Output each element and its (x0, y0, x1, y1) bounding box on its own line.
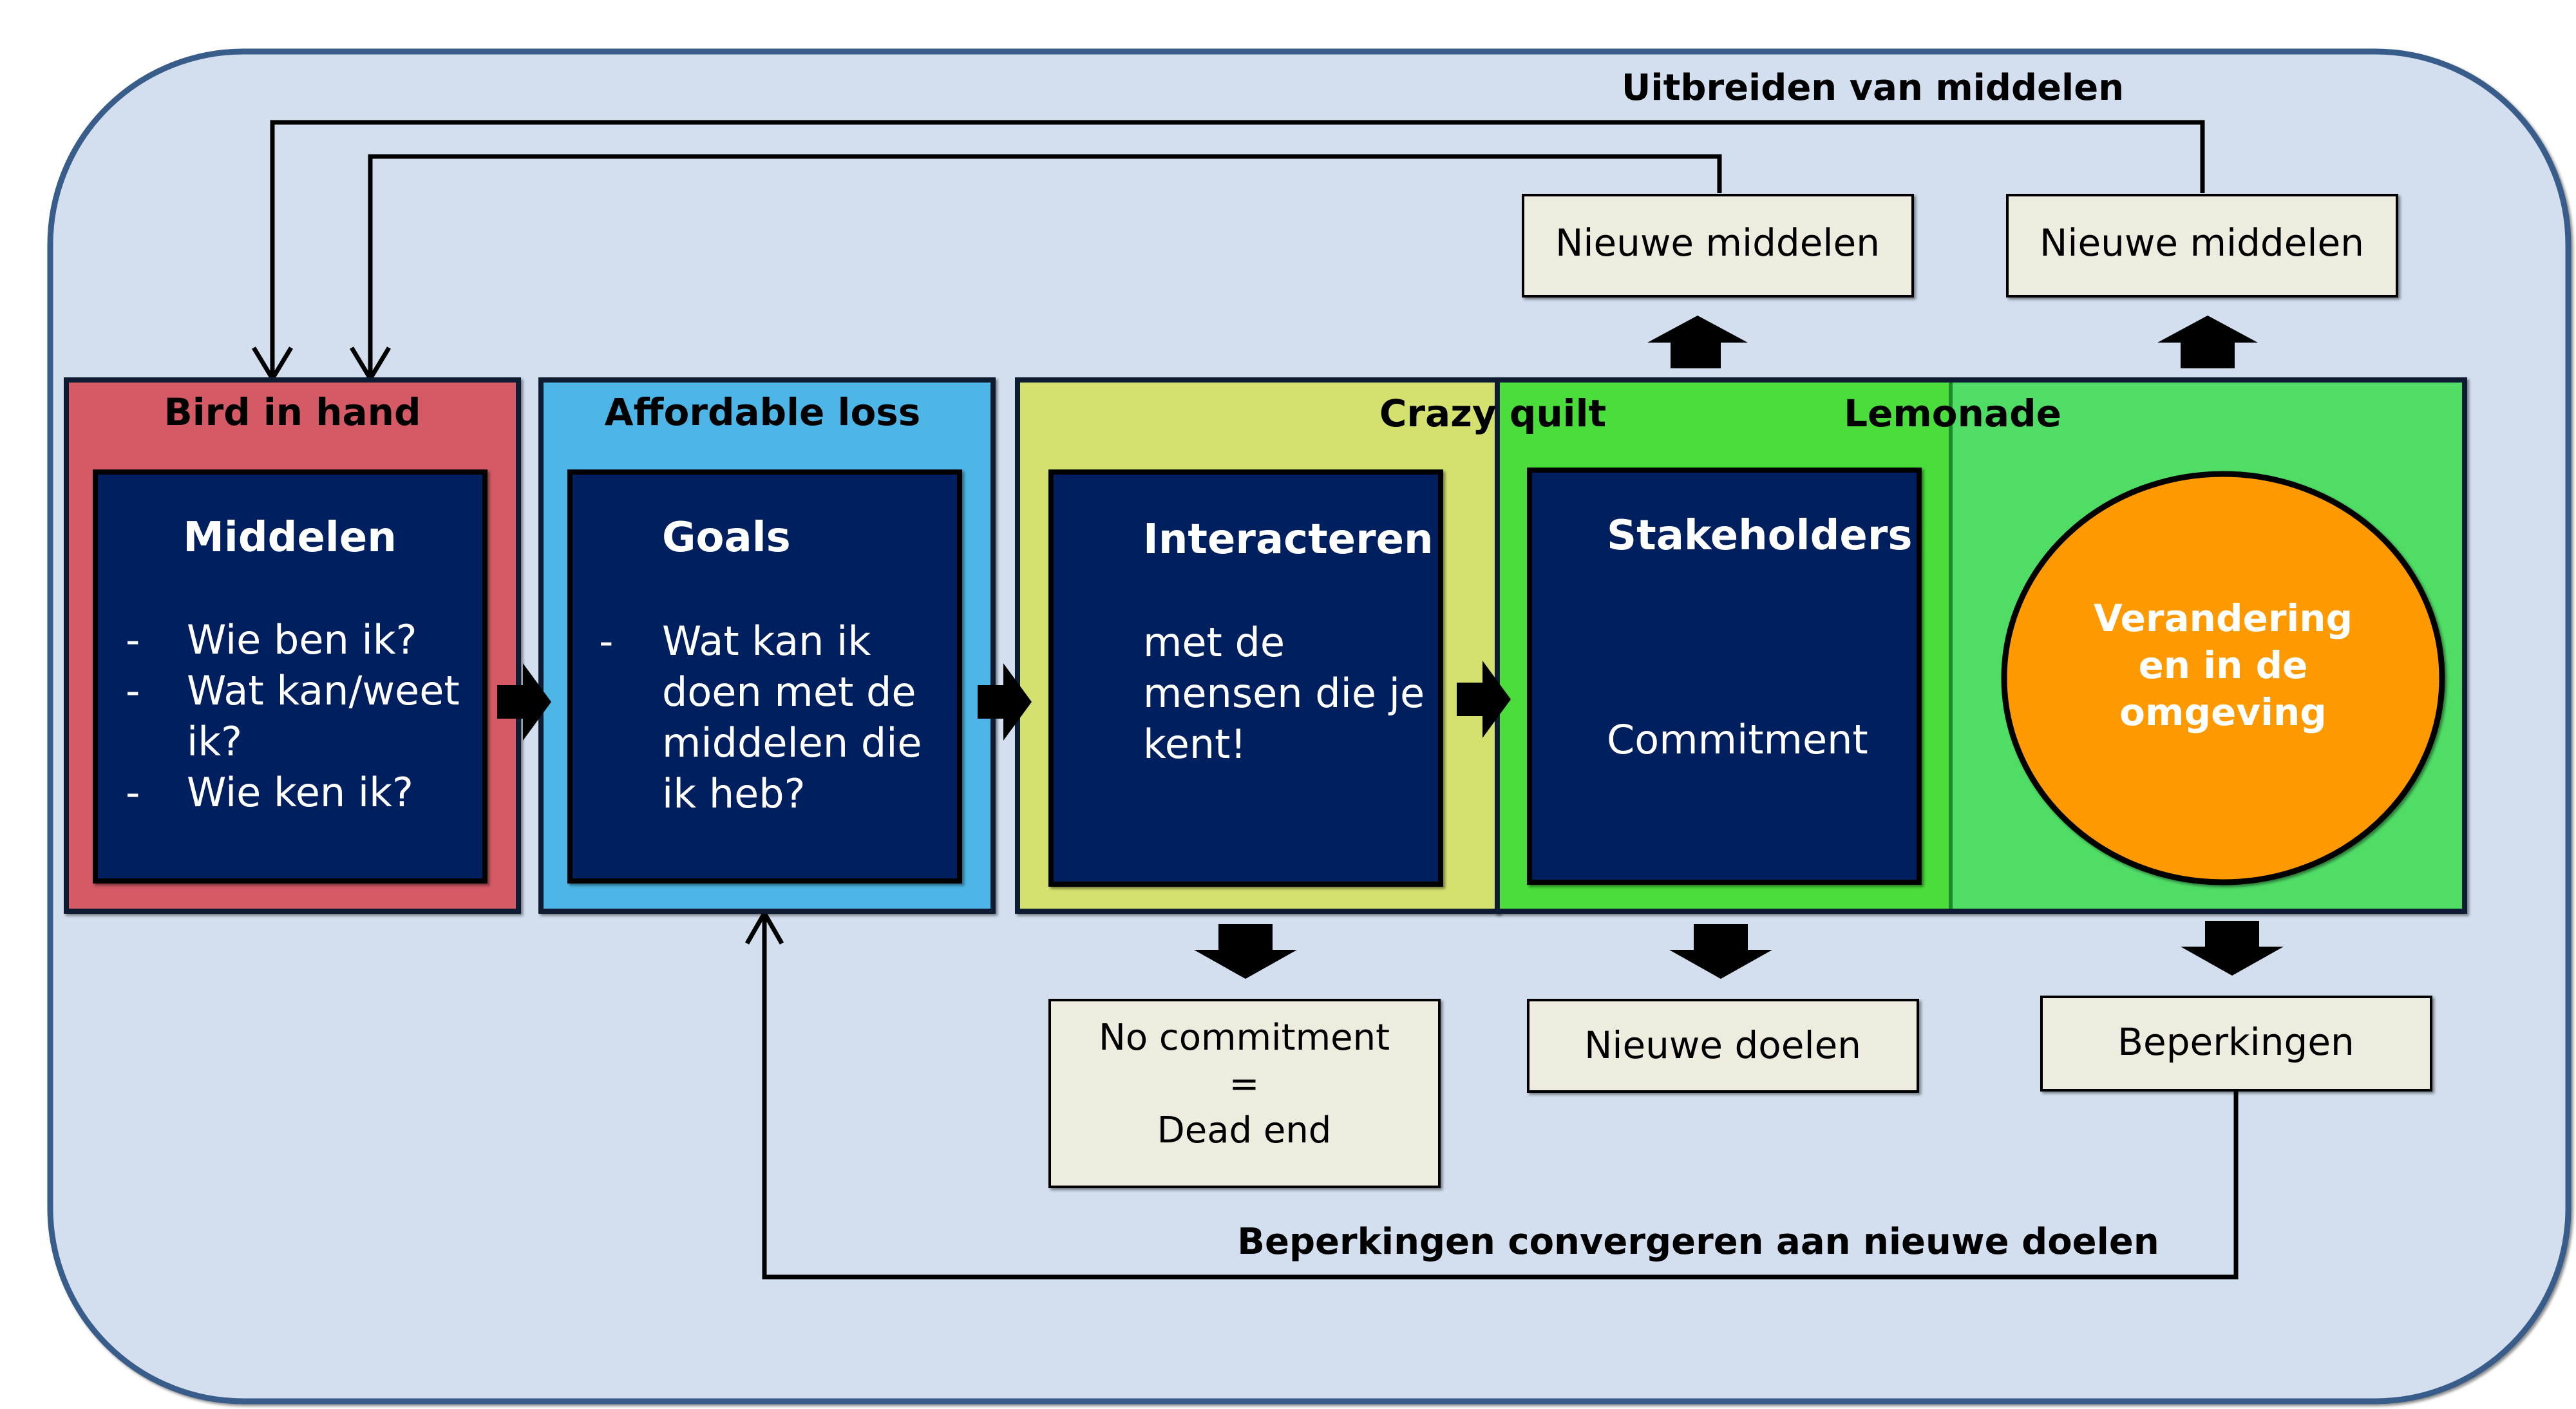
right-arrow-2-icon (978, 663, 1032, 741)
stakeholders-box (1527, 468, 1922, 885)
means-item-2-line-2: ik? (187, 718, 242, 765)
down-arrow-2-icon (1669, 924, 1772, 979)
outcome-constraints: Beperkingen (2040, 996, 2432, 1092)
means-item-2-line-1: Wat kan/weet (187, 667, 460, 714)
interact-line-2: mensen die je (1143, 670, 1425, 717)
right-arrow-3-icon (1457, 661, 1511, 738)
means-bullet-1: - (126, 616, 140, 663)
goals-line-3: middelen die (662, 719, 922, 766)
interact-box (1048, 469, 1443, 887)
feedback-line-constraints-converge (762, 913, 2239, 1280)
interact-line-1: met de (1143, 619, 1285, 666)
means-bullet-2: - (126, 667, 140, 714)
means-bullet-3: - (126, 769, 140, 816)
means-item-3: Wie ken ik? (187, 769, 413, 816)
no-commitment-line-3: Dead end (1157, 1110, 1332, 1151)
goals-line-2: doen met de (662, 668, 916, 715)
goals-line-4: ik heb? (662, 770, 806, 817)
outcome-no-commitment: No commitment = Dead end (1048, 999, 1441, 1188)
down-arrow-1-icon (1194, 924, 1297, 979)
up-arrow-1-icon (1647, 316, 1748, 368)
constraints-label: Beperkingen (2117, 1020, 2354, 1064)
crazy-quilt-title: Crazy quilt (1379, 392, 1606, 435)
goals-bullet: - (599, 618, 613, 665)
circle-line-3: omgeving (2119, 690, 2327, 734)
circle-line-2: en in de (2138, 643, 2307, 687)
no-commitment-line-1: No commitment (1099, 1017, 1390, 1059)
outcome-new-means-1-label: Nieuwe middelen (1555, 221, 1880, 265)
feedback-line-expand-means-inner (368, 154, 1722, 379)
outcome-new-means-2: Nieuwe middelen (2006, 194, 2398, 298)
outcome-new-means-2-label: Nieuwe middelen (2040, 221, 2364, 265)
interact-line-3: kent! (1143, 721, 1246, 768)
means-heading: Middelen (183, 514, 397, 562)
means-box (93, 469, 488, 884)
circle-line-1: Verandering (2094, 596, 2353, 640)
stage-bird-in-hand: Bird in hand Middelen - Wie ben ik? - Wa… (64, 377, 521, 914)
interact-heading: Interacteren (1143, 516, 1434, 563)
right-arrow-1-icon (497, 663, 551, 741)
goals-box (567, 469, 962, 884)
goals-line-1: Wat kan ik (662, 618, 871, 665)
outcome-new-means-1: Nieuwe middelen (1522, 194, 1914, 298)
down-arrow-3-icon (2181, 921, 2284, 976)
feedback-line-expand-means-outer (270, 120, 2205, 379)
no-commitment-line-2: = (1229, 1063, 1260, 1105)
expand-means-label: Uitbreiden van middelen (1622, 67, 2124, 109)
new-goals-label: Nieuwe doelen (1584, 1023, 1861, 1067)
affordable-loss-title: Affordable loss (605, 390, 921, 434)
change-environment-circle (2001, 471, 2445, 885)
means-item-1: Wie ben ik? (187, 616, 417, 663)
constraints-converge-label: Beperkingen convergeren aan nieuwe doele… (1237, 1221, 2159, 1263)
stakeholders-heading: Stakeholders (1607, 512, 1912, 560)
stakeholders-commitment: Commitment (1607, 716, 1868, 763)
stage-affordable-loss: Affordable loss Goals - Wat kan ik doen … (538, 377, 996, 914)
lemonade-title: Lemonade (1844, 392, 2061, 435)
bird-in-hand-title: Bird in hand (164, 390, 421, 434)
goals-heading: Goals (662, 514, 791, 562)
outcome-new-goals: Nieuwe doelen (1527, 999, 1919, 1093)
up-arrow-2-icon (2157, 316, 2258, 368)
